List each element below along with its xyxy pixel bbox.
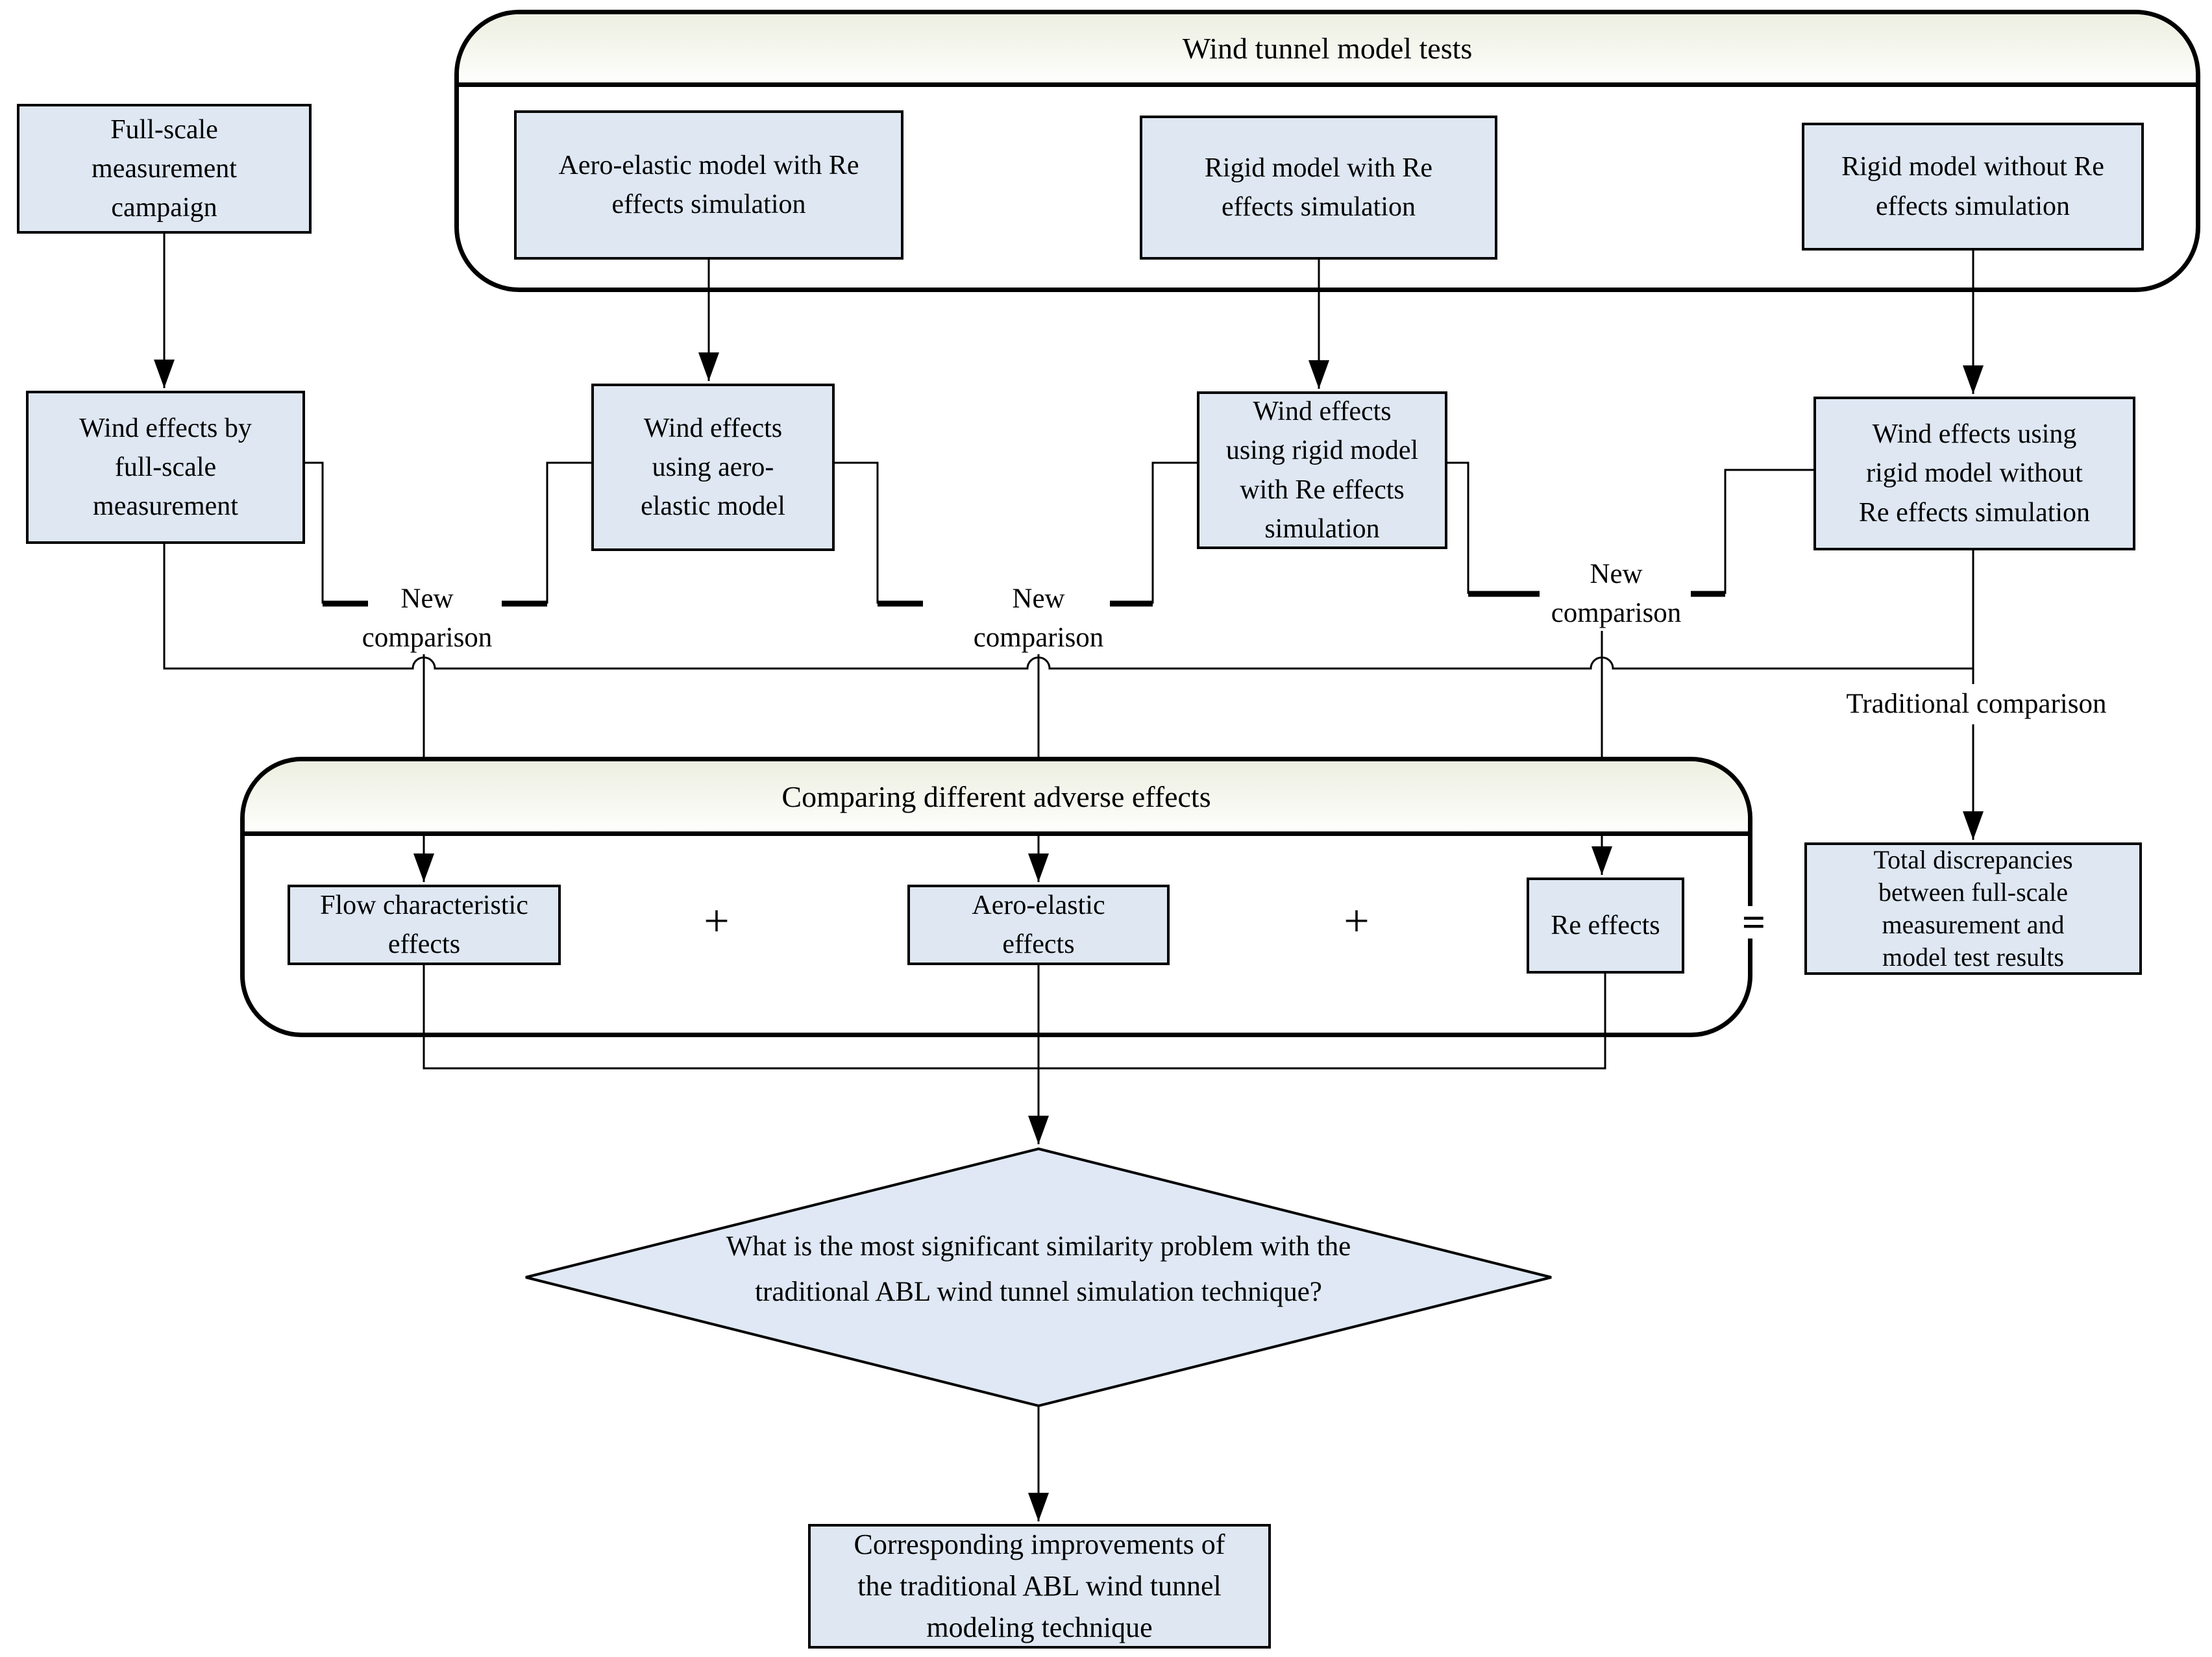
box-wind-effects-aeroelastic: Wind effects using aero- elastic model bbox=[591, 384, 835, 551]
box-wind-effects-rigid-without: Wind effects using rigid model without R… bbox=[1813, 397, 2135, 550]
box-full-scale-campaign: Full-scale measurement campaign bbox=[17, 104, 312, 234]
label-traditional-comparison: Traditional comparison bbox=[1827, 684, 2126, 724]
box-wind-effects-full-scale: Wind effects by full-scale measurement bbox=[26, 391, 305, 544]
operator-plus-2: + bbox=[1344, 896, 1370, 946]
bracket2-right bbox=[1151, 461, 1197, 604]
box-aeroelastic-effects: Aero-elastic effects bbox=[907, 885, 1170, 965]
comparing-effects-title: Comparing different adverse effects bbox=[781, 779, 1211, 813]
comparing-effects-header: Comparing different adverse effects bbox=[245, 761, 1748, 836]
decision-question-text: What is the most significant similarity … bbox=[726, 1231, 1351, 1307]
wind-tunnel-tests-container: Wind tunnel model tests bbox=[454, 10, 2200, 292]
label-new-comparison-2: New comparison bbox=[973, 583, 1104, 654]
effects-joiner bbox=[423, 965, 1606, 1070]
bracket3-left bbox=[1447, 461, 1469, 594]
box-rigid-model-without-re: Rigid model without Re effects simulatio… bbox=[1802, 123, 2144, 251]
comparing-effects-container: Comparing different adverse effects bbox=[240, 757, 1752, 1037]
bracket1-left bbox=[305, 461, 324, 604]
box-corresponding-improvements: Corresponding improvements of the tradit… bbox=[808, 1524, 1271, 1649]
operator-plus-1: + bbox=[704, 896, 730, 946]
bracket2-left bbox=[835, 461, 879, 604]
box-aeroelastic-model: Aero-elastic model with Re effects simul… bbox=[514, 110, 903, 260]
label-new-comparison-1: New comparison bbox=[362, 583, 493, 654]
box-total-discrepancies: Total discrepancies between full-scale m… bbox=[1804, 842, 2142, 975]
label-new-comparison-3: New comparison bbox=[1551, 559, 1682, 629]
bracket1-right bbox=[546, 461, 591, 604]
box-re-effects: Re effects bbox=[1527, 878, 1684, 974]
box-flow-characteristic-effects: Flow characteristic effects bbox=[288, 885, 561, 965]
wind-tunnel-tests-title: Wind tunnel model tests bbox=[1182, 32, 1473, 65]
operator-equals: = bbox=[1736, 899, 1772, 945]
wind-tunnel-tests-header: Wind tunnel model tests bbox=[459, 14, 2196, 87]
box-rigid-model-with-re: Rigid model with Re effects simulation bbox=[1140, 116, 1497, 260]
bracket3-right bbox=[1724, 469, 1813, 594]
box-wind-effects-rigid-with: Wind effects using rigid model with Re e… bbox=[1197, 391, 1447, 549]
